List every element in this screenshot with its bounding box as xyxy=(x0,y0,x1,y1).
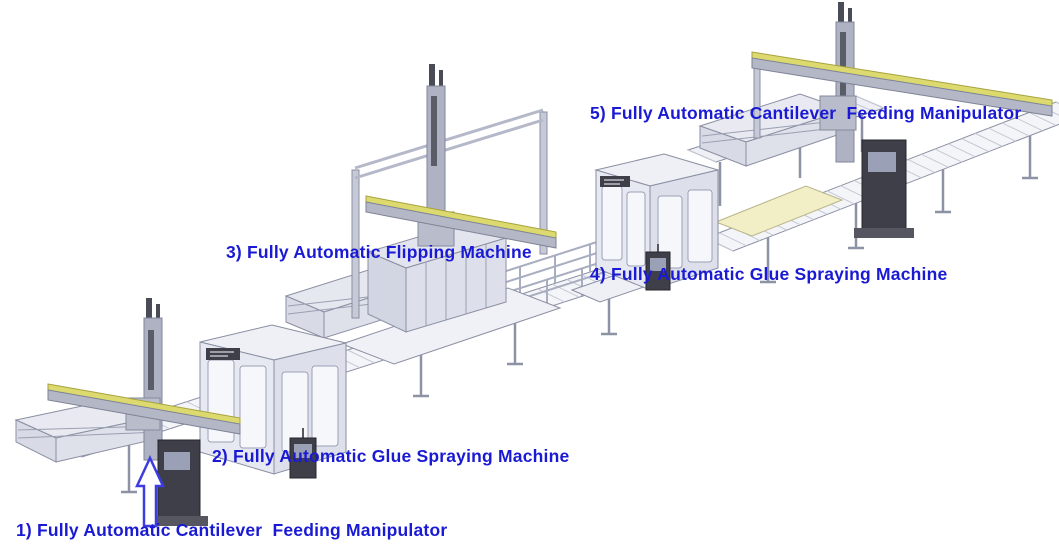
teach-pendant xyxy=(645,244,671,291)
gripper-carriage xyxy=(819,95,857,131)
cantilever-beam xyxy=(47,383,241,435)
control-pedestal xyxy=(854,139,914,238)
label-machine-3: 3) Fully Automatic Flipping Machine xyxy=(226,242,532,262)
label-machine-2: 2) Fully Automatic Glue Spraying Machine xyxy=(212,446,570,466)
machine-2-glue-sprayer xyxy=(199,324,347,479)
machine-1-feeding-manipulator xyxy=(14,298,241,526)
support-column xyxy=(753,57,761,139)
teach-pendant xyxy=(289,428,317,479)
label-machine-1: 1) Fully Automatic Cantilever Feeding Ma… xyxy=(16,520,448,540)
glued-panel-yellow xyxy=(714,185,844,237)
machine-4-glue-sprayer xyxy=(594,153,720,291)
nameplate xyxy=(600,176,630,187)
gantry-mast xyxy=(426,64,446,233)
nameplate xyxy=(206,348,240,360)
machine-5-feeding-manipulator xyxy=(751,2,1053,238)
gantry-mast xyxy=(143,298,163,461)
machine-3-flipping-machine xyxy=(284,64,557,339)
gantry-frame xyxy=(351,108,548,319)
label-machine-5: 5) Fully Automatic Cantilever Feeding Ma… xyxy=(590,103,1022,123)
cabinet-doors xyxy=(601,185,713,269)
cantilever-beam xyxy=(365,195,557,249)
conveyor-legs xyxy=(760,135,1038,284)
control-pedestal xyxy=(150,439,208,526)
up-arrow-icon xyxy=(135,455,165,528)
cantilever-beam xyxy=(751,51,1053,117)
label-machine-4: 4) Fully Automatic Glue Spraying Machine xyxy=(590,264,948,284)
